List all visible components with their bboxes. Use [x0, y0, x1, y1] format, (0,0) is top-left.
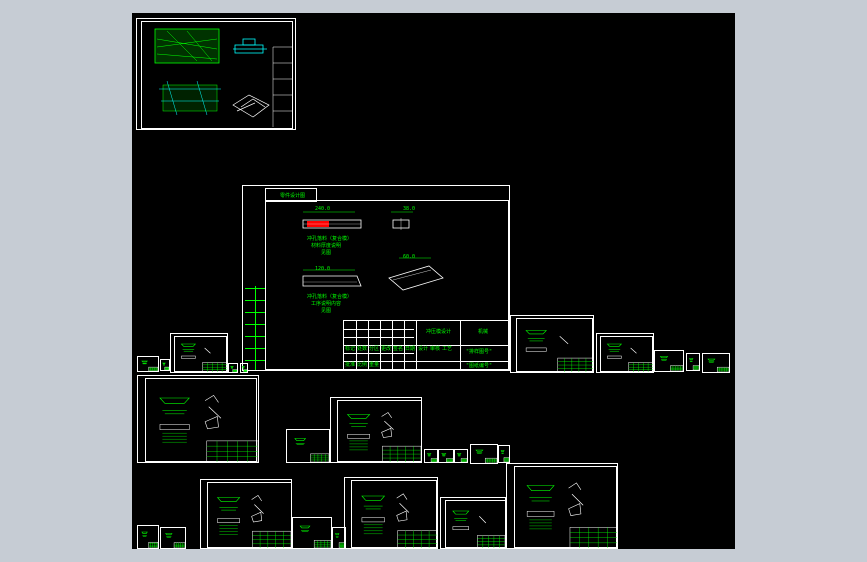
part-a-side-dim: 38.0: [403, 206, 416, 212]
drawing-sheet-views-6: [606, 343, 654, 373]
part-a-caption-2: 材料厚度说明: [311, 243, 342, 249]
title-cell-0: 标记: [345, 346, 356, 352]
title-cell-10: 比例: [357, 362, 368, 368]
drawing-sheet-2[interactable]: [170, 333, 228, 373]
drawing-sheet-3[interactable]: [228, 363, 238, 373]
drawing-sheet-views-15: [456, 453, 468, 463]
drawing-sheet-11[interactable]: [286, 429, 330, 463]
main-top-label-box: 零件设计图: [265, 188, 317, 202]
drawing-sheet-12[interactable]: [330, 397, 422, 463]
drawing-sheet-5[interactable]: [510, 315, 594, 373]
drawing-sheet-views-20: [216, 494, 292, 549]
part-b-dim: 120.0: [315, 266, 331, 272]
drawing-sheet-14[interactable]: [438, 449, 454, 463]
part-b-caption-1: 冲孔落料（复合模）: [307, 294, 353, 300]
drawing-sheet-border-23: [351, 480, 437, 548]
assembly-thumbnail-views: [154, 28, 293, 127]
drawing-sheet-23[interactable]: [344, 477, 438, 549]
part-b-caption-3: 见图: [321, 308, 332, 314]
main-title-block: 冲压模设计 机械 "排样图号" "图纸编号" 标记 处数 分区 更改 签名 日期…: [343, 320, 509, 370]
drawing-sheet-9[interactable]: [702, 353, 730, 373]
drawing-sheet-1[interactable]: [160, 359, 170, 371]
drawing-sheet-21[interactable]: [292, 517, 332, 549]
drawing-sheet-views-13: [426, 453, 438, 463]
drawing-sheet-8[interactable]: [686, 353, 700, 371]
assembly-thumbnail-border: [141, 21, 293, 129]
title-company: 机械: [478, 329, 489, 335]
main-top-label: 零件设计图: [280, 193, 306, 199]
main-part-sheet[interactable]: 零件设计图 240.0 冲孔落料（复合模） 材料厚度说明 见图: [242, 185, 510, 371]
title-cell-8: 工艺: [442, 346, 453, 352]
drawing-sheet-views-3: [230, 366, 238, 373]
part-a-caption-1: 冲孔落料（复合模）: [307, 236, 353, 242]
part-a-dim: 240.0: [315, 206, 331, 212]
cad-drawing-viewport[interactable]: 零件设计图 240.0 冲孔落料（复合模） 材料厚度说明 见图: [132, 13, 735, 549]
title-drawing-name: 冲压模设计: [426, 329, 452, 335]
assembly-thumbnail-sheet[interactable]: [136, 18, 296, 130]
drawing-sheet-border-12: [337, 400, 422, 462]
drawing-sheet-0[interactable]: [137, 356, 159, 372]
drawing-sheet-views-24: [452, 510, 506, 549]
drawing-sheet-border-20: [207, 482, 292, 548]
title-cell-6: 设计: [418, 346, 429, 352]
drawing-sheet-views-8: [689, 358, 700, 371]
drawing-sheet-border-10: [145, 378, 257, 462]
drawing-sheet-views-7: [659, 356, 684, 372]
drawing-sheet-13[interactable]: [424, 449, 438, 463]
drawing-sheet-views-19: [165, 533, 186, 549]
title-note-1: "排样图号": [466, 349, 493, 355]
drawing-sheet-6[interactable]: [596, 333, 654, 373]
part-b-iso-dim: 60.0: [403, 254, 416, 260]
part-a-view: [302, 211, 362, 229]
part-b-iso-view: [388, 257, 444, 291]
part-b-view: [302, 269, 362, 287]
drawing-sheet-views-4: [241, 366, 248, 373]
drawing-sheet-border-25: [514, 466, 617, 548]
drawing-sheet-17[interactable]: [498, 445, 510, 463]
title-note-2: "图纸编号": [466, 363, 493, 369]
part-a-side-view: [391, 211, 413, 230]
drawing-sheet-24[interactable]: [440, 497, 506, 549]
drawing-sheet-views-2: [180, 343, 228, 373]
drawing-sheet-views-5: [525, 330, 594, 373]
drawing-sheet-19[interactable]: [160, 527, 186, 549]
drawing-sheet-7[interactable]: [654, 350, 684, 372]
part-a-caption-3: 见图: [321, 250, 332, 256]
title-cell-3: 更改: [381, 346, 392, 352]
title-cell-5: 日期: [405, 346, 416, 352]
drawing-sheet-4[interactable]: [240, 363, 248, 373]
drawing-sheet-20[interactable]: [200, 479, 292, 549]
title-cell-11: 重量: [369, 362, 380, 368]
drawing-sheet-border-5: [516, 318, 593, 372]
title-cell-7: 审核: [430, 346, 441, 352]
drawing-sheet-views-17: [500, 450, 510, 463]
drawing-sheet-views-16: [475, 449, 498, 464]
drawing-sheet-15[interactable]: [454, 449, 468, 463]
drawing-sheet-views-9: [707, 358, 730, 373]
drawing-sheet-18[interactable]: [137, 525, 159, 549]
drawing-sheet-views-25: [526, 482, 618, 549]
title-cell-2: 分区: [369, 346, 380, 352]
title-cell-4: 签名: [393, 346, 404, 352]
drawing-sheet-views-21: [299, 525, 332, 549]
drawing-sheet-25[interactable]: [506, 463, 618, 549]
drawing-sheet-border-24: [445, 500, 506, 548]
drawing-sheet-views-11: [294, 438, 330, 463]
drawing-sheet-10[interactable]: [137, 375, 259, 463]
drawing-sheet-border-6: [600, 336, 653, 372]
drawing-sheet-views-23: [361, 493, 438, 549]
drawing-sheet-16[interactable]: [470, 444, 498, 464]
drawing-sheet-views-1: [162, 362, 170, 371]
main-side-strip: [245, 286, 265, 370]
drawing-sheet-views-18: [141, 531, 159, 549]
title-cell-9: 批准: [345, 362, 356, 368]
part-b-caption-2: 工序说明内容: [311, 301, 342, 307]
drawing-sheet-views-12: [346, 412, 422, 463]
title-cell-1: 处数: [357, 346, 368, 352]
drawing-sheet-border-2: [174, 336, 227, 372]
drawing-sheet-views-10: [159, 394, 259, 463]
drawing-sheet-views-14: [441, 453, 454, 463]
drawing-sheet-views-0: [141, 360, 159, 372]
